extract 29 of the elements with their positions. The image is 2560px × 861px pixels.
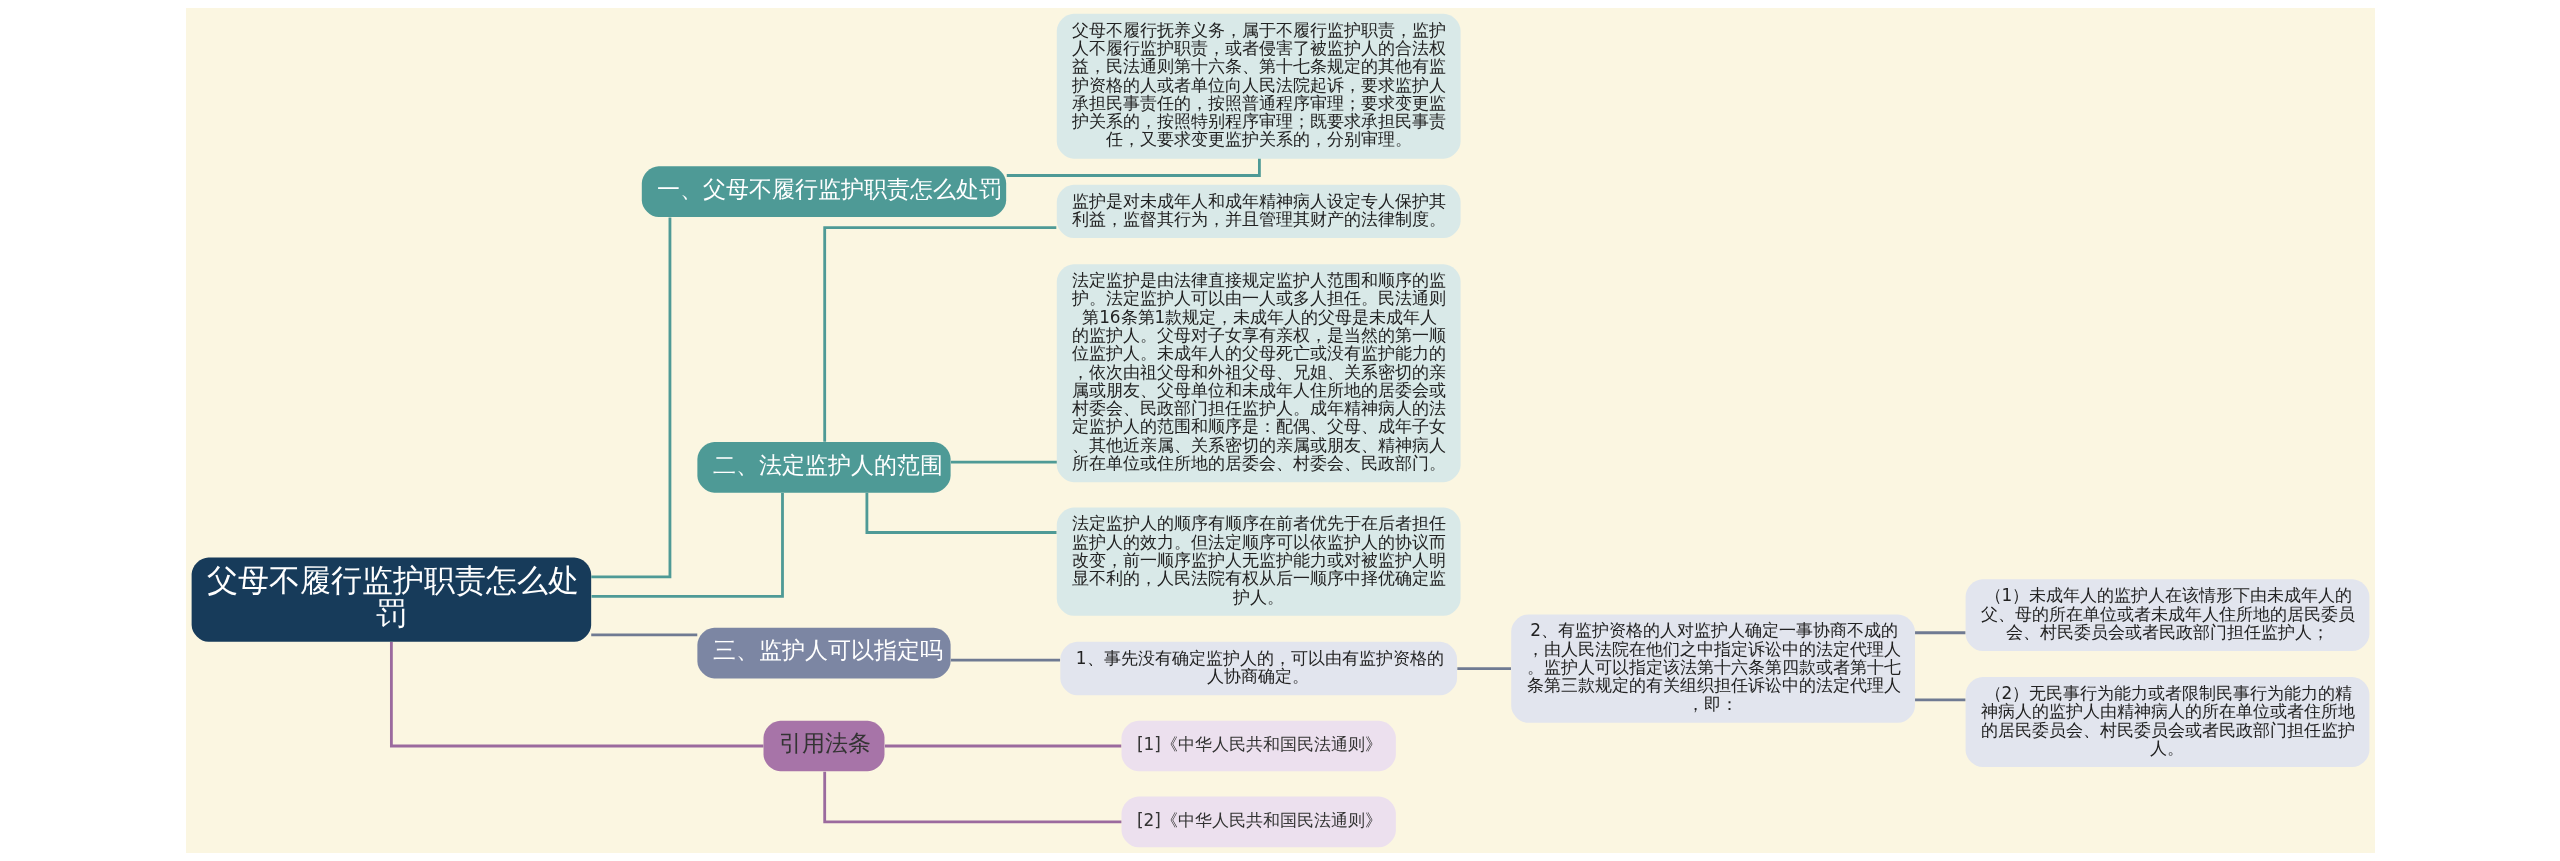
- node-box: 法定监护是由法律直接规定监护人范围和顺序的监护。法定监护人可以由一人或多人担任。民法通则第16条第1款规定，未成年人的父母是未成年人的监护人。父母对子女享有亲权，是当然的第一顺位监护人。未成年人的父母死亡或没有监护能力的，依次由祖父母和外祖父母、兄姐、关系密切的亲属或朋友、父母单位和未成年人住所地的居委会或村委会、民政部门担任监护人。成年精神病人的法定监护人的范围和顺序是：配偶、父母、成年子女、其他近亲属、关系密切的亲属或朋友、精神病人所在单位或住所地的居委会、村委会、民政部门。: [1056, 264, 1461, 483]
- connector: [1006, 158, 1261, 177]
- connector: [1914, 698, 1965, 702]
- node-box: （2）无民事行为能力或者限制民事行为能力的精神病人的监护人由精神病人的所在单位或者住所地的居民委员会、村民委员会或者民政部门担任监护人。: [1965, 677, 2369, 768]
- connector: [822, 771, 1121, 824]
- node-box: 父母不履行抚养义务，属于不履行监护职责，监护人不履行监护职责，或者侵害了被监护人的合法权益，民法通则第十六条、第十七条规定的其他有监护资格的人或者单位向人民法院起诉，要求监护人承担民事责任的，按照普通程序审理；要求变更监护关系的，按照特别程序审理；既要求承担民事责任，又要求变更监护关系的，分别审理。: [1056, 13, 1461, 159]
- connector: [950, 658, 1060, 662]
- node-box: 三、监护人可以指定吗: [696, 627, 951, 679]
- node-box: （1）未成年人的监护人在该情形下由未成年人的父、母的所在单位或者未成年人住所地的居民委员会、村民委员会或者民政部门担任监护人；: [1965, 579, 2369, 651]
- node-box: 父母不履行监护职责怎么处罚: [191, 557, 591, 642]
- node-box: 一、父母不履行监护职责怎么处罚: [641, 166, 1006, 217]
- connector: [590, 217, 671, 579]
- node-box: 1、事先没有确定监护人的，可以由有监护资格的人协商确定。: [1059, 641, 1457, 696]
- connector: [884, 744, 1121, 748]
- node-box: 法定监护人的顺序有顺序在前者优先于在后者担任监护人的效力。但法定顺序可以依监护人的协议而改变，前一顺序监护人无监护能力或对被监护人明显不利的，人民法院有权从后一顺序中择优确定监护人。: [1056, 507, 1461, 616]
- connector: [822, 226, 1056, 442]
- connector: [591, 492, 784, 598]
- connector: [590, 633, 697, 637]
- node-box: 引用法条: [763, 720, 884, 772]
- connector: [865, 492, 1056, 534]
- connector: [1456, 667, 1511, 670]
- connector: [1914, 631, 1965, 635]
- connector: [389, 642, 763, 748]
- connector: [950, 460, 1057, 464]
- node-box: 二、法定监护人的范围: [696, 442, 951, 493]
- node-box: 监护是对未成年人和成年精神病人设定专人保护其利益，监督其行为，并且管理其财产的法律制度。: [1056, 184, 1461, 239]
- node-box: [2]《中华人民共和国民法通则》: [1121, 796, 1396, 848]
- node-box: 2、有监护资格的人对监护人确定一事协商不成的，由人民法院在他们之中指定诉讼中的法定代理人。监护人可以指定该法第十六条第四款或者第十七条第三款规定的有关组织担任诉讼中的法定代理人，即：: [1510, 614, 1915, 723]
- node-box: [1]《中华人民共和国民法通则》: [1121, 720, 1396, 772]
